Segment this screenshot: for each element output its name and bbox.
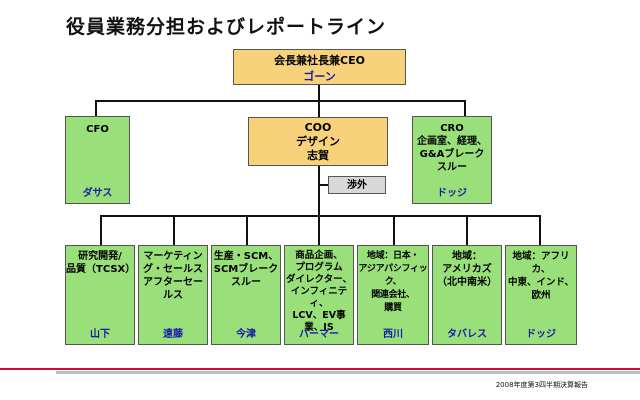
- division-head: ドッジ: [526, 329, 556, 340]
- connector-coo-down: [318, 166, 320, 216]
- connector-div-2: [173, 215, 175, 245]
- division-box-product-planning: 商品企画、 プログラム ダイレクター、 インフィニティ、 LCV、EV事 業、I…: [284, 245, 354, 345]
- connector-div-4: [318, 215, 320, 245]
- cro-box: CRO 企画室、経理、 G&Aブレーク スルー ドッジ: [412, 116, 492, 204]
- connector-div-7: [539, 215, 541, 245]
- coo-role: COO デザイン 志賀: [296, 121, 340, 162]
- cro-name: ドッジ: [437, 188, 467, 199]
- connector-div-6: [466, 215, 468, 245]
- division-role: 生産・SCM、 SCMブレーク スルー: [213, 251, 279, 288]
- connector-ceo-down: [318, 84, 320, 101]
- division-head: 今津: [236, 329, 256, 340]
- connector-div-3: [246, 215, 248, 245]
- division-role: 商品企画、 プログラム ダイレクター、 インフィニティ、 LCV、EV事 業、I…: [285, 250, 353, 333]
- division-role: マーケティン グ・セールス アフターセー ルス: [143, 251, 203, 301]
- footer-gray-rule: [56, 371, 640, 374]
- coo-box: COO デザイン 志賀: [248, 117, 388, 166]
- cfo-name: ダサス: [82, 188, 113, 199]
- cfo-box: CFO ダサス: [65, 116, 130, 204]
- division-role: 地域：日本・ アジアパシフィック、 関連会社、 購買: [358, 251, 428, 313]
- division-head: タバレス: [447, 329, 487, 340]
- cfo-role: CFO: [86, 124, 109, 135]
- footer-red-rule: [0, 368, 640, 370]
- connector-div-5: [393, 215, 395, 245]
- cro-role: CRO 企画室、経理、 G&Aブレーク スルー: [417, 123, 487, 173]
- division-head: 山下: [90, 329, 110, 340]
- division-head: パーマー: [299, 329, 339, 340]
- division-box-americas: 地域： アメリカズ （北中南米） タバレス: [432, 245, 502, 345]
- connector-bottom-horizontal: [100, 215, 541, 217]
- division-box-rnd: 研究開発/ 品質（TCSX） 山下: [65, 245, 135, 345]
- division-box-marketing: マーケティン グ・セールス アフターセー ルス 遠藤: [138, 245, 208, 345]
- connector-top-horizontal: [95, 100, 466, 102]
- division-box-manufacturing: 生産・SCM、 SCMブレーク スルー 今津: [211, 245, 281, 345]
- connector-cfo: [95, 100, 97, 116]
- division-role: 研究開発/ 品質（TCSX）: [66, 251, 136, 275]
- ceo-box: 会長兼社長兼CEO ゴーン: [233, 49, 406, 85]
- connector-external: [320, 184, 328, 186]
- external-affairs-label: 渉外: [347, 180, 367, 191]
- division-head: 西川: [383, 329, 403, 340]
- division-role: 地域：アフリカ、 中東、インド、 欧州: [507, 251, 575, 301]
- division-box-amie: 地域：アフリカ、 中東、インド、 欧州 ドッジ: [505, 245, 577, 345]
- external-affairs-box: 渉外: [328, 176, 386, 194]
- connector-cro: [464, 100, 466, 116]
- division-role: 地域： アメリカズ （北中南米）: [437, 251, 497, 288]
- page-title: 役員業務分担およびレポートライン: [66, 16, 387, 38]
- ceo-role: 会長兼社長兼CEO: [274, 54, 365, 67]
- footer-caption: 2008年度第3四半期決算報告: [495, 381, 588, 389]
- connector-coo: [318, 100, 320, 117]
- connector-div-1: [100, 215, 102, 245]
- ceo-name: ゴーン: [303, 70, 336, 83]
- division-box-japan-asia: 地域：日本・ アジアパシフィック、 関連会社、 購買 西川: [357, 245, 429, 345]
- division-head: 遠藤: [163, 329, 183, 340]
